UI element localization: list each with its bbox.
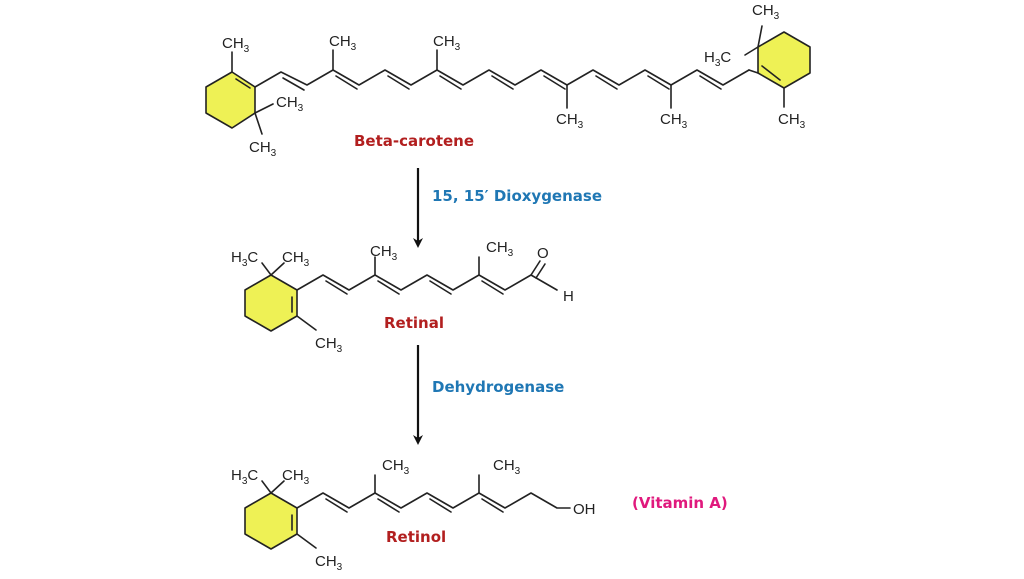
atom-label: H3C	[231, 467, 258, 487]
vitamin-a-label: (Vitamin A)	[632, 494, 728, 512]
atom-label: CH3	[276, 94, 304, 114]
atom-label: CH3	[315, 335, 343, 355]
hydrogen-atom: H	[563, 288, 574, 305]
atom-label: CH3	[778, 111, 806, 131]
atom-label: CH3	[315, 553, 343, 573]
atom-label: CH3	[222, 35, 250, 55]
atom-label: CH3	[493, 457, 521, 477]
beta-carotene-label: Beta-carotene	[354, 132, 474, 150]
retinal-ring	[244, 274, 298, 332]
beta-carotene-left-ring	[205, 71, 256, 129]
retinal-structure: H3C CH3 CH3 CH3 CH3 O H Retinal	[231, 239, 574, 355]
hydroxyl-group: OH	[573, 501, 596, 518]
atom-label: CH3	[249, 139, 277, 159]
oxygen-atom: O	[537, 245, 549, 262]
beta-carotene-right-ring	[757, 31, 811, 89]
atom-label: CH3	[282, 467, 310, 487]
atom-label: H3C	[704, 49, 731, 69]
atom-label: CH3	[486, 239, 514, 259]
enzyme-dioxygenase-label: 15, 15′ Dioxygenase	[432, 187, 602, 205]
retinol-ring	[244, 492, 298, 550]
retinol-label: Retinol	[386, 528, 446, 546]
atom-label: H3C	[231, 249, 258, 269]
atom-label: CH3	[660, 111, 688, 131]
enzyme-dehydrogenase-label: Dehydrogenase	[432, 378, 564, 396]
retinal-label: Retinal	[384, 314, 444, 332]
atom-label: CH3	[382, 457, 410, 477]
retinol-structure: H3C CH3 CH3 CH3 CH3 OH Retinol (Vitamin …	[231, 457, 728, 573]
atom-label: CH3	[556, 111, 584, 131]
beta-carotene-structure: CH3 CH3 CH3 CH3 CH3 CH3 CH3 CH3 H3C CH3 …	[205, 2, 811, 159]
atom-label: CH3	[433, 33, 461, 53]
atom-label: CH3	[282, 249, 310, 269]
atom-label: CH3	[370, 243, 398, 263]
atom-label: CH3	[752, 2, 780, 22]
atom-label: CH3	[329, 33, 357, 53]
